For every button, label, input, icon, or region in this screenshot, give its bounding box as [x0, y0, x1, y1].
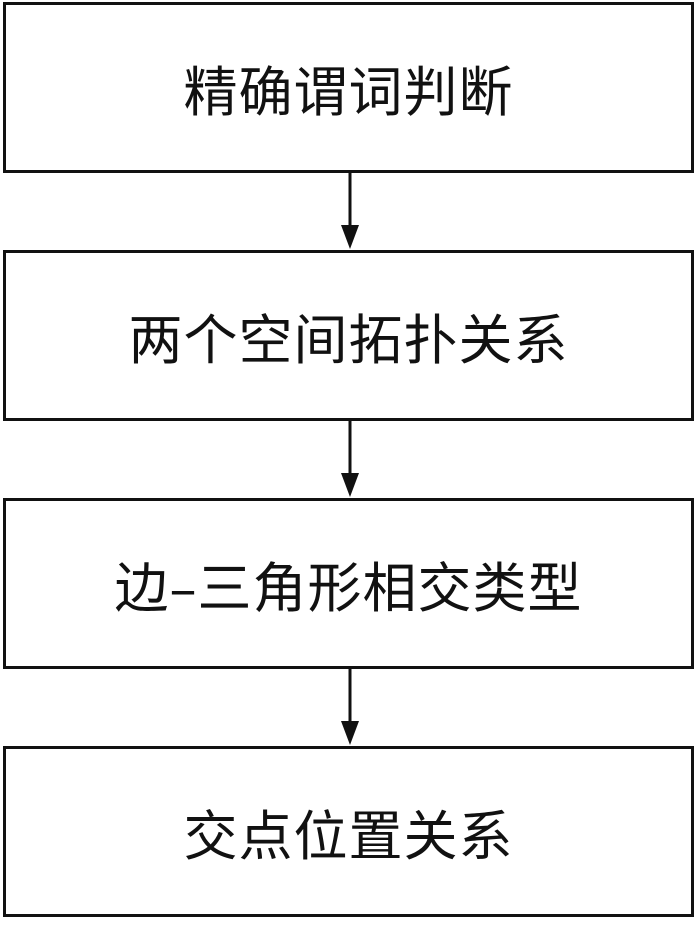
- flow-arrow-2: [341, 421, 359, 497]
- flow-step-2: 两个空间拓扑关系: [3, 250, 694, 421]
- flow-step-3: 边–三角形相交类型: [3, 498, 694, 669]
- flow-step-4-label: 交点位置关系: [183, 805, 514, 868]
- flow-step-4: 交点位置关系: [3, 746, 694, 917]
- flow-step-3-label: 边–三角形相交类型: [114, 557, 583, 620]
- flow-step-1-label: 精确谓词判断: [183, 61, 514, 124]
- flow-step-2-label: 两个空间拓扑关系: [128, 309, 569, 372]
- flow-arrow-1: [341, 173, 359, 249]
- flow-arrow-3: [341, 669, 359, 745]
- flow-step-1: 精确谓词判断: [3, 2, 694, 173]
